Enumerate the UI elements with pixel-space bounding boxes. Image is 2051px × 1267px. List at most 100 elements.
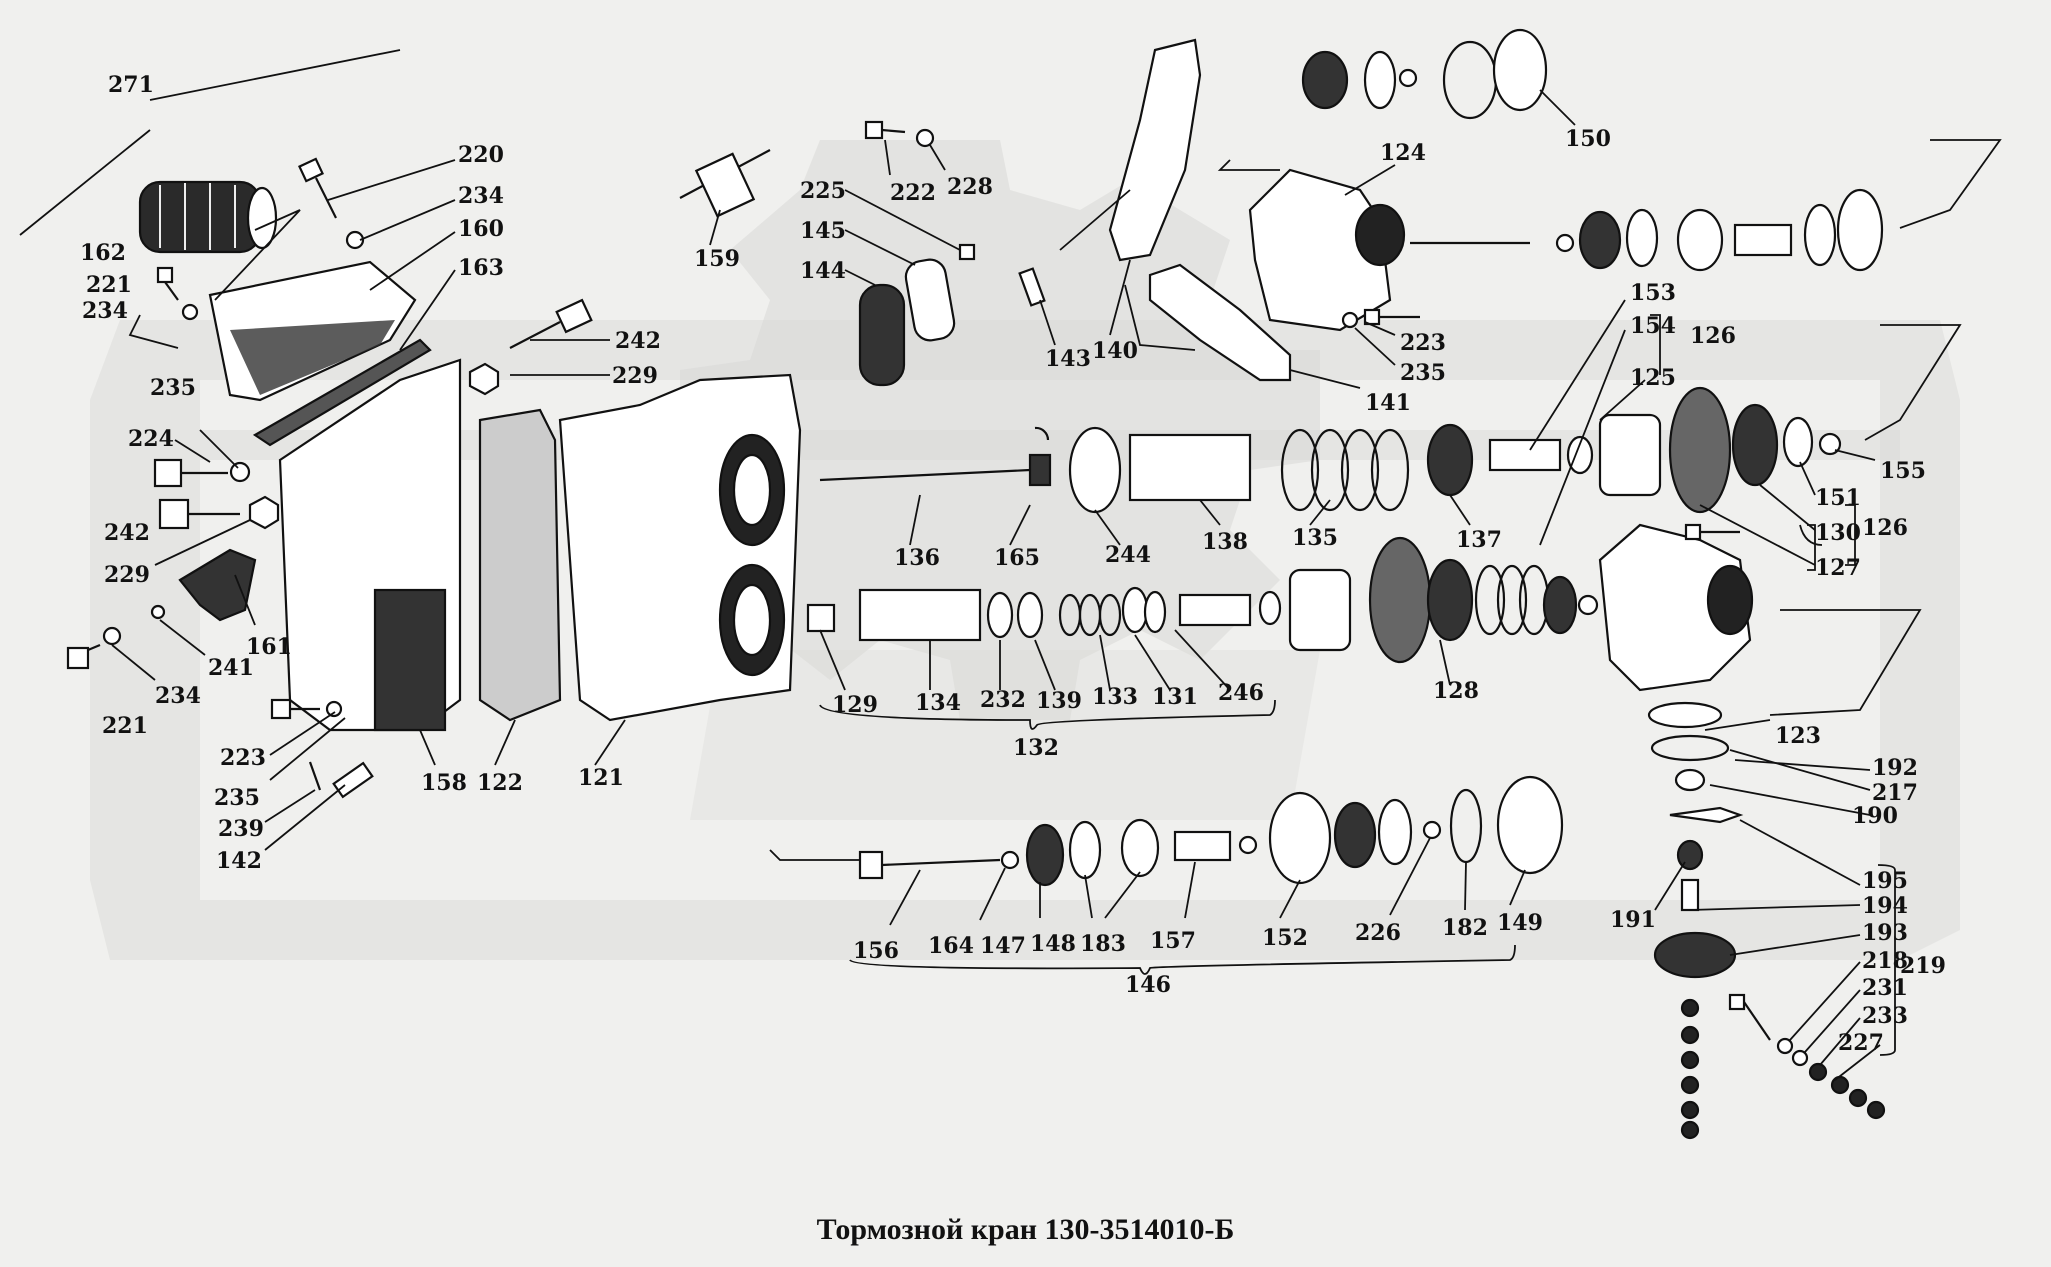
plate-195 [1669,806,1744,824]
label-242: 242 [615,328,661,354]
label-134: 134 [915,690,961,716]
label-154: 154 [1630,313,1676,339]
gasket-163 [252,338,432,447]
pin-143 [1018,267,1046,307]
label-125: 125 [1630,365,1676,391]
label-135: 135 [1292,525,1338,551]
label-161: 161 [246,634,292,660]
watermark-letter [690,650,1320,820]
label-130: 130 [1815,520,1861,546]
label-221: 221 [86,272,132,298]
label-191: 191 [1610,907,1656,933]
pin-194 [1680,878,1700,912]
label-159: 159 [694,246,740,272]
label-128: 128 [1433,678,1479,704]
bolt-223-left [270,698,320,720]
washer-234-top [345,230,365,250]
nut-193 [1653,931,1737,979]
nuts-227 [1808,1062,1886,1120]
label-139: 139 [1036,688,1082,714]
cup-130 [1731,403,1779,487]
cover-160-shade [230,320,395,395]
shaft-136 [819,453,1052,487]
housing-124 [1248,168,1392,332]
part-labels: 271 220 234 160 163 162 221 234 235 224 … [80,72,1946,1056]
label-137: 137 [1456,527,1502,553]
label-136: 136 [894,545,940,571]
label-148: 148 [1030,931,1076,957]
label-157: 157 [1150,928,1196,954]
label-144: 144 [800,258,846,284]
label-195: 195 [1862,868,1908,894]
label-140: 140 [1092,338,1138,364]
label-234: 234 [82,298,128,324]
label-162: 162 [80,240,126,266]
cup-137 [1426,423,1474,497]
plate-145 [904,258,956,342]
label-138: 138 [1202,529,1248,555]
ring-148 [1068,820,1102,880]
label-132: 132 [1013,735,1059,761]
bolt-242-left [158,498,240,530]
piston-125 [1598,413,1662,497]
washer-235-right [1341,311,1359,329]
label-244: 244 [1105,542,1151,568]
gasket-192 [1647,701,1723,729]
label-151: 151 [1815,485,1861,511]
sleeve-157 [1173,830,1232,862]
label-221: 221 [102,713,148,739]
label-217: 217 [1872,780,1918,806]
label-153: 153 [1630,280,1676,306]
label-242: 242 [104,520,150,546]
washer-164 [1000,850,1020,870]
label-156: 156 [853,938,899,964]
bolt-223-right [1363,308,1420,326]
label-183: 183 [1080,931,1126,957]
valve-246 [1178,593,1252,627]
valve-153 [1488,438,1562,472]
label-271: 271 [108,72,154,98]
spring-135 [1280,428,1410,512]
label-152: 152 [1262,925,1308,951]
label-145: 145 [800,218,846,244]
bracket-161 [178,548,257,622]
bolt-224 [153,458,228,488]
nut-229-left [248,495,280,530]
label-182: 182 [1442,915,1488,941]
piston-lower [1288,568,1352,652]
label-129: 129 [832,692,878,718]
label-142: 142 [216,848,262,874]
label-229: 229 [104,562,150,588]
spring-183 [1120,818,1160,878]
label-155: 155 [1880,458,1926,484]
washer-234-upper [181,303,199,321]
label-220: 220 [458,142,504,168]
screw-225 [958,243,976,261]
label-163: 163 [458,255,504,281]
gasket-122 [478,408,562,722]
label-225: 225 [800,178,846,204]
disc-127 [1668,386,1732,514]
boot-162 [138,180,278,254]
washer-235-left [325,700,343,718]
bolt-220 [298,157,337,219]
label-234: 234 [458,183,504,209]
label-193: 193 [1862,920,1908,946]
valve-group-top [1301,28,1548,120]
label-141: 141 [1365,390,1411,416]
label-143: 143 [1045,346,1091,372]
label-190: 190 [1852,803,1898,829]
valve-row-124 [1410,188,1884,272]
label-231: 231 [1862,975,1908,1001]
nut-244 [1068,426,1122,514]
label-241: 241 [208,655,254,681]
label-165: 165 [994,545,1040,571]
label-126: 126 [1862,515,1908,541]
ring-139 [1016,591,1044,639]
washer-231 [1776,1037,1794,1055]
label-218: 218 [1862,948,1908,974]
sleeve-134 [858,588,982,642]
nut-229 [468,362,500,396]
clip-165 [1034,426,1050,441]
